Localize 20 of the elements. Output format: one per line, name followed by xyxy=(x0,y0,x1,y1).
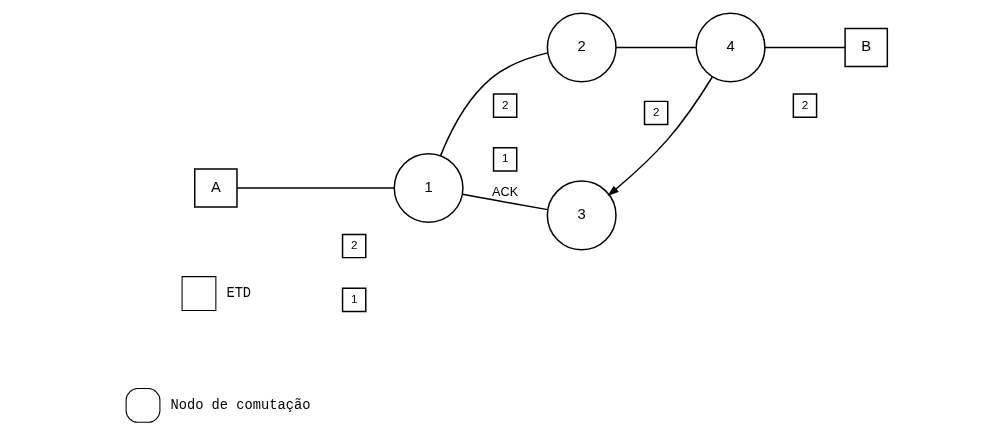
node-circle: 2 xyxy=(546,12,617,83)
node-box: 2 xyxy=(643,100,668,125)
node-box: 2 xyxy=(341,233,366,258)
node-circle: 1 xyxy=(393,152,464,223)
connector xyxy=(461,193,548,210)
connector xyxy=(235,186,395,189)
edge-label: ACK xyxy=(491,184,518,199)
arrow xyxy=(607,75,713,196)
connector xyxy=(763,46,846,48)
node-box: 1 xyxy=(492,146,517,172)
node-box: 1 xyxy=(341,287,366,312)
legend-label: ETD xyxy=(225,285,251,301)
node-circle: 4 xyxy=(695,12,766,83)
node-box: 2 xyxy=(792,92,817,118)
node-box: 2 xyxy=(492,92,517,118)
node-box: B xyxy=(843,27,888,67)
connector xyxy=(439,51,548,156)
node-box: A xyxy=(193,167,238,208)
legend-label: Nodo de comutação xyxy=(169,397,310,413)
connector xyxy=(614,46,697,48)
